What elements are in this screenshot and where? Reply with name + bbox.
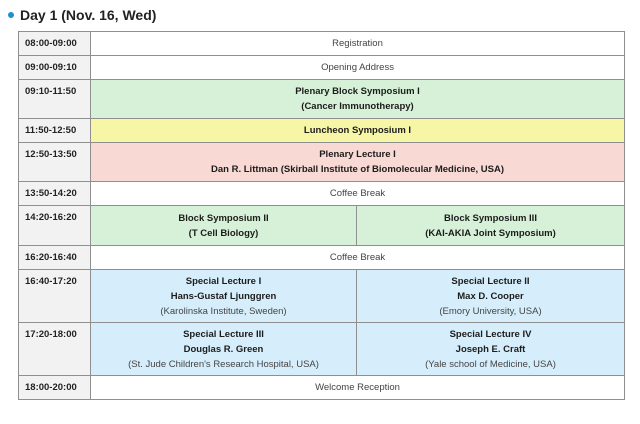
event-title: Special Lecture III	[183, 328, 264, 340]
event-cell-left: Block Symposium II (T Cell Biology)	[90, 205, 357, 246]
event-title: Block Symposium II	[178, 212, 269, 224]
table-row: 16:20-16:40 Coffee Break	[18, 245, 626, 270]
event-cell-right: Block Symposium III (KAI-AKIA Joint Symp…	[355, 205, 626, 246]
schedule-table: 08:00-09:00 Registration 09:00-09:10 Ope…	[18, 31, 626, 400]
speaker-affiliation: (Yale school of Medicine, USA)	[425, 358, 556, 370]
speaker-name: Max D. Cooper	[457, 290, 524, 302]
event-subtitle: (KAI-AKIA Joint Symposium)	[425, 227, 556, 239]
event-cell: Coffee Break	[89, 181, 626, 206]
event-title: Plenary Block Symposium I	[295, 86, 420, 97]
time-cell: 17:20-18:00	[18, 322, 91, 376]
event-cell: Registration	[89, 31, 626, 56]
speaker-affiliation: (St. Jude Children's Research Hospital, …	[128, 358, 319, 370]
day-title: Day 1 (Nov. 16, Wed)	[20, 7, 157, 23]
event-subtitle: Dan R. Littman (Skirball Institute of Bi…	[211, 164, 504, 175]
speaker-name: Douglas R. Green	[183, 343, 264, 355]
speaker-name: Hans-Gustaf Ljunggren	[170, 290, 277, 302]
time-cell: 08:00-09:00	[18, 31, 91, 56]
event-title: Special Lecture II	[451, 275, 530, 287]
event-cell: Plenary Lecture I Dan R. Littman (Skirba…	[89, 142, 626, 182]
time-cell: 09:00-09:10	[18, 55, 91, 80]
table-row: 12:50-13:50 Plenary Lecture I Dan R. Lit…	[18, 142, 626, 182]
time-cell: 18:00-20:00	[18, 375, 91, 400]
time-cell: 14:20-16:20	[18, 205, 91, 246]
table-row: 17:20-18:00 Special Lecture III Douglas …	[18, 322, 626, 376]
speaker-affiliation: (Emory University, USA)	[439, 305, 542, 317]
table-row: 18:00-20:00 Welcome Reception	[18, 375, 626, 400]
speaker-affiliation: (Karolinska Institute, Sweden)	[160, 305, 287, 317]
time-cell: 16:20-16:40	[18, 245, 91, 270]
event-title: Special Lecture IV	[449, 328, 532, 340]
time-cell: 11:50-12:50	[18, 118, 91, 143]
table-row: 09:00-09:10 Opening Address	[18, 55, 626, 80]
time-cell: 13:50-14:20	[18, 181, 91, 206]
event-cell-left: Special Lecture I Hans-Gustaf Ljunggren …	[90, 269, 357, 323]
event-cell-right: Special Lecture IV Joseph E. Craft (Yale…	[355, 322, 626, 376]
event-title: Special Lecture I	[185, 275, 262, 287]
event-title: Plenary Lecture I	[319, 149, 396, 160]
event-cell-left: Special Lecture III Douglas R. Green (St…	[90, 322, 357, 376]
event-cell: Plenary Block Symposium I (Cancer Immuno…	[89, 79, 626, 119]
time-cell: 16:40-17:20	[18, 269, 91, 323]
table-row: 11:50-12:50 Luncheon Symposium I	[18, 118, 626, 143]
table-row: 08:00-09:00 Registration	[18, 31, 626, 56]
event-subtitle: (T Cell Biology)	[188, 227, 259, 239]
table-row: 13:50-14:20 Coffee Break	[18, 181, 626, 206]
table-row: 16:40-17:20 Special Lecture I Hans-Gusta…	[18, 269, 626, 323]
speaker-name: Joseph E. Craft	[455, 343, 526, 355]
event-title: Block Symposium III	[444, 212, 537, 224]
event-cell: Coffee Break	[89, 245, 626, 270]
table-row: 14:20-16:20 Block Symposium II (T Cell B…	[18, 205, 626, 246]
event-cell: Welcome Reception	[89, 375, 626, 400]
event-cell: Luncheon Symposium I	[89, 118, 626, 143]
day-header: Day 1 (Nov. 16, Wed)	[8, 5, 156, 25]
event-cell: Opening Address	[89, 55, 626, 80]
event-cell-right: Special Lecture II Max D. Cooper (Emory …	[355, 269, 626, 323]
event-subtitle: (Cancer Immunotherapy)	[301, 101, 414, 112]
time-cell: 12:50-13:50	[18, 142, 91, 182]
time-cell: 09:10-11:50	[18, 79, 91, 119]
table-row: 09:10-11:50 Plenary Block Symposium I (C…	[18, 79, 626, 119]
bullet-icon	[8, 12, 14, 18]
